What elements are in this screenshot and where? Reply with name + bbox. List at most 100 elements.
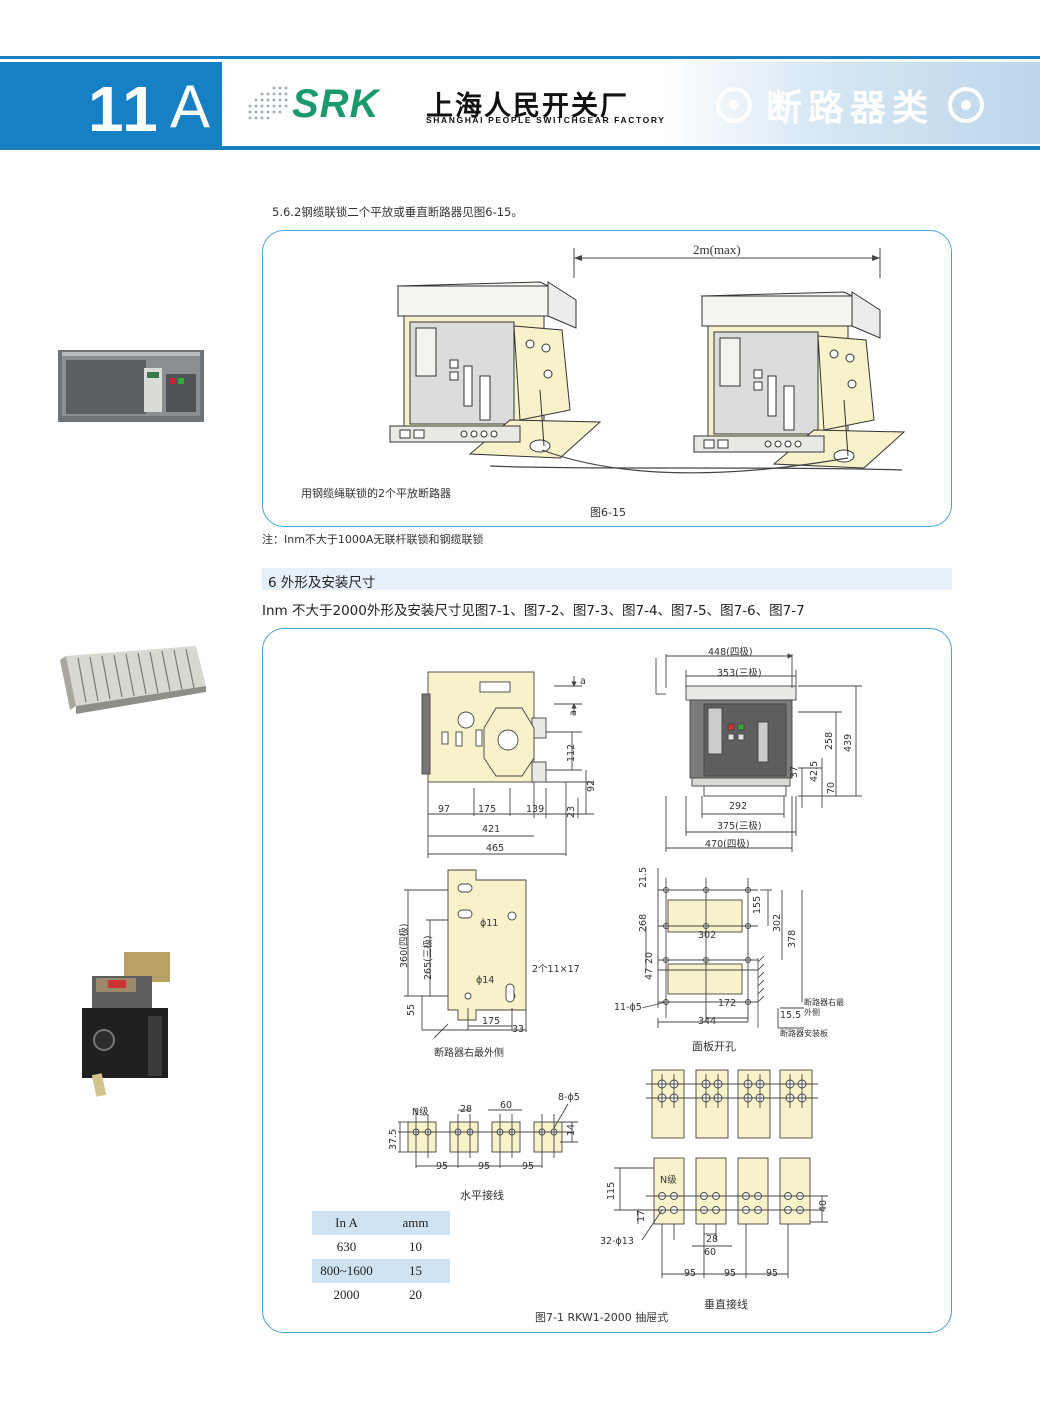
- dim-37-5: 37.5: [388, 1128, 399, 1150]
- dim-17: 17: [636, 1209, 647, 1222]
- dim-42-5: 42.5: [809, 760, 820, 782]
- page-tab: [0, 62, 222, 148]
- ring-bullet-icon: [948, 87, 985, 123]
- dim-95-h1: 95: [436, 1161, 449, 1172]
- dim-a: a: [568, 710, 579, 716]
- table-cell: 15: [381, 1259, 450, 1283]
- header-top-rule: [0, 56, 1040, 59]
- dim-28-h: 28: [460, 1104, 473, 1115]
- dim-21-5: 21.5: [638, 866, 649, 888]
- contact-block-photo: [60, 646, 206, 714]
- dim-112: 112: [566, 743, 577, 762]
- mount-caption: 断路器右最外侧: [434, 1048, 504, 1059]
- dim-448: 448(四极): [708, 647, 753, 658]
- dim-phi14: ϕ14: [476, 975, 495, 986]
- v-wiring-caption: 垂直接线: [704, 1298, 748, 1311]
- table-row: 800~1600 15: [312, 1259, 450, 1283]
- dim-115: 115: [606, 1181, 617, 1200]
- dim-302-v: 302: [772, 913, 783, 932]
- h-wiring-n-label: N级: [412, 1107, 429, 1118]
- table-cell: 10: [381, 1235, 450, 1259]
- table-cell: 20: [381, 1283, 450, 1307]
- table-header-cell: In A: [312, 1211, 381, 1235]
- distance-label: 2m(max): [693, 242, 741, 257]
- table-row: 2000 20: [312, 1283, 450, 1307]
- dim-95-h2: 95: [478, 1161, 491, 1172]
- panel-view: [641, 868, 804, 1029]
- dim-172: 172: [718, 998, 737, 1009]
- operating-mechanism-photo: [82, 952, 170, 1097]
- dim-258: 258: [824, 731, 835, 750]
- panel-caption: 面板开孔: [692, 1040, 736, 1053]
- v-wiring-n-label: N级: [660, 1175, 677, 1186]
- dim-470: 470(四极): [705, 839, 750, 850]
- figure-7-1-caption: 图7-1 RKW1-2000 抽屉式: [535, 1311, 669, 1324]
- header-bottom-rule: [0, 146, 1040, 150]
- dim-360: 360(四极): [399, 923, 410, 968]
- dim-421: 421: [482, 824, 501, 835]
- company-name-en: SHANGHAI PEOPLE SWITCHGEAR FACTORY: [426, 115, 666, 125]
- dim-40: 40: [818, 1199, 829, 1212]
- company-name-cn: 上海人民开关厂: [426, 91, 629, 122]
- dim-95-v3: 95: [766, 1268, 779, 1279]
- page-number: 11: [88, 73, 160, 145]
- dim-32-phi13: 32-ϕ13: [600, 1236, 634, 1247]
- dim-14: 14: [566, 1123, 577, 1136]
- category-label: 断路器类: [716, 80, 985, 130]
- dim-23: 23: [566, 805, 577, 818]
- table-cell: 800~1600: [312, 1259, 381, 1283]
- dim-8-phi5: 8-ϕ5: [558, 1092, 580, 1103]
- vertical-wiring-top: [646, 1069, 818, 1139]
- h-wiring-caption: 水平接线: [460, 1189, 504, 1202]
- dim-268: 268: [638, 913, 649, 932]
- logo-dots-icon: [248, 86, 288, 120]
- dim-465: 465: [486, 843, 505, 854]
- intro-text: 5.6.2钢缆联锁二个平放或垂直断路器见图6-15。: [272, 205, 523, 219]
- dim-60-h: 60: [500, 1100, 513, 1111]
- dim-378: 378: [787, 929, 798, 948]
- figure-7-1-drawings: [398, 653, 862, 1278]
- section-subtitle: Inm 不大于2000外形及安装尺寸见图7-1、图7-2、图7-3、图7-4、图…: [262, 603, 805, 619]
- dim-55: 55: [406, 1003, 417, 1016]
- dim-20: 20: [644, 951, 655, 964]
- dim-292: 292: [729, 801, 748, 812]
- breaker-drawing-left: [389, 281, 602, 459]
- current-amm-table: In A amm 630 10 800~1600 15 2000 20: [312, 1211, 450, 1307]
- dim-a-top: a: [580, 676, 586, 687]
- vertical-wiring-bottom: [614, 1157, 828, 1278]
- dim-302: 302: [698, 930, 717, 941]
- dim-175-mount: 175: [482, 1016, 501, 1027]
- table-cell: 630: [312, 1235, 381, 1259]
- breaker-front-photo: [58, 350, 204, 422]
- table-row: 630 10: [312, 1235, 450, 1259]
- dim-95-v2: 95: [724, 1268, 737, 1279]
- dim-70: 70: [826, 781, 837, 794]
- dim-60-v: 60: [704, 1247, 717, 1258]
- side-view: [421, 671, 594, 858]
- dim-92: 92: [586, 779, 597, 792]
- dim-28-v: 28: [706, 1234, 719, 1245]
- figure-6-15-label: 图6-15: [590, 506, 626, 519]
- brand-logo: SRK: [292, 82, 380, 126]
- page-letter: A: [170, 73, 211, 140]
- dim-33: 33: [512, 1024, 525, 1035]
- dim-phi11: ϕ11: [480, 918, 499, 929]
- section-title: 6 外形及安装尺寸: [268, 575, 376, 591]
- front-view: [655, 653, 862, 852]
- dim-15-5: 15.5: [780, 1010, 802, 1021]
- dim-11-phi5: 11-ϕ5: [614, 1002, 642, 1013]
- dim-95-v1: 95: [684, 1268, 697, 1279]
- dim-175: 175: [478, 804, 497, 815]
- dim-375: 375(三极): [717, 821, 762, 832]
- dim-155: 155: [752, 895, 763, 914]
- dim-353: 353(三极): [717, 668, 762, 679]
- table-cell: 2000: [312, 1283, 381, 1307]
- category-text: 断路器类: [766, 88, 935, 129]
- dim-slot: 2个11×17: [532, 964, 580, 975]
- ring-bullet-icon: [716, 87, 752, 123]
- steel-cable: [489, 449, 903, 474]
- breaker-drawing-right: [693, 291, 906, 469]
- horizontal-wiring: [398, 1103, 578, 1168]
- table-header-cell: amm: [381, 1211, 450, 1235]
- mount-view: [404, 869, 527, 1039]
